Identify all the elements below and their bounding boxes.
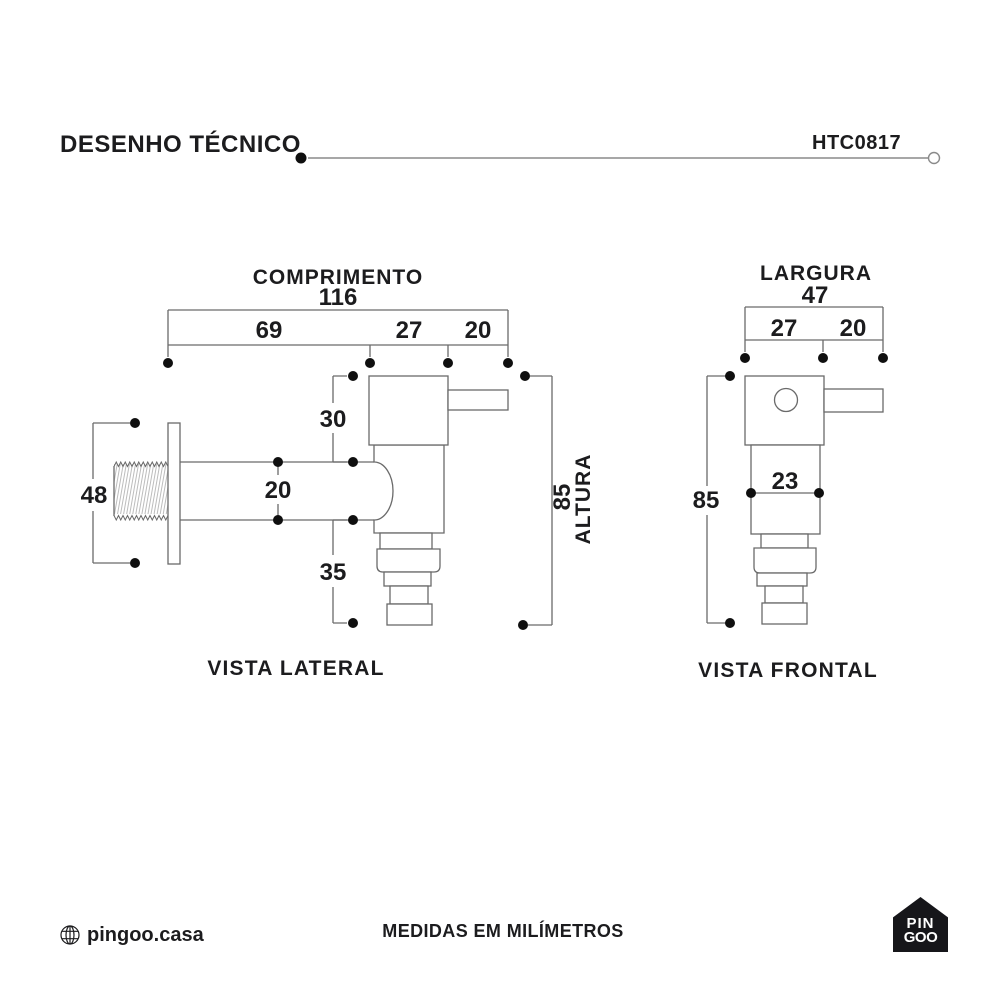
front-handle-hub <box>773 387 799 413</box>
product-code: HTC0817 <box>812 132 902 154</box>
front-width-heading: LARGURA <box>760 262 872 285</box>
front-handle <box>823 388 884 413</box>
side-dim-30: 30 <box>320 406 347 433</box>
dim-dot <box>878 353 888 363</box>
thread-bottom-zigzag <box>113 514 169 522</box>
dim-dot <box>163 358 173 368</box>
side-length-heading: COMPRIMENTO <box>253 266 423 289</box>
front-width-bracket <box>744 306 884 352</box>
dim-dot <box>443 358 453 368</box>
side-spout-nut <box>376 548 441 573</box>
side-spout-tip <box>386 603 433 626</box>
side-dim-48-lines <box>92 422 130 564</box>
wall-flange <box>167 422 181 565</box>
dim-dot <box>348 618 358 628</box>
dim-dot <box>818 353 828 363</box>
dim-dot <box>348 515 358 525</box>
page-title: DESENHO TÉCNICO <box>60 131 301 158</box>
front-dim-23: 23 <box>772 468 799 495</box>
side-view-dots <box>130 358 530 630</box>
thread-top-zigzag <box>113 460 169 468</box>
front-dim-85-lines <box>706 375 726 624</box>
front-view-dots <box>725 353 888 628</box>
brand-website: pingoo.casa <box>87 924 204 946</box>
side-dim-20: 20 <box>265 477 292 504</box>
dim-dot <box>348 371 358 381</box>
front-width-seg2: 20 <box>840 315 867 342</box>
dim-dot <box>348 457 358 467</box>
side-length-seg2: 27 <box>396 317 423 344</box>
dim-dot <box>518 620 528 630</box>
front-body-lower <box>750 444 821 535</box>
front-width-seg1: 27 <box>771 315 798 342</box>
side-dim-30-lines <box>332 375 347 463</box>
dim-dot <box>520 371 530 381</box>
side-length-seg1: 69 <box>256 317 283 344</box>
side-dim-85-lines <box>528 375 553 626</box>
side-handle <box>447 389 509 411</box>
front-spout-step <box>756 572 808 587</box>
dim-dot <box>725 371 735 381</box>
dim-dot <box>130 418 140 428</box>
side-length-bracket <box>167 309 509 357</box>
side-dim-85: 85 <box>549 484 576 511</box>
side-body-upper <box>368 375 449 446</box>
dim-dot <box>814 488 824 498</box>
dim-dot <box>130 558 140 568</box>
side-spout-neck <box>379 532 433 550</box>
logo-text-line2: GOO <box>903 928 938 946</box>
front-view-caption: VISTA FRONTAL <box>698 659 878 682</box>
header-rule <box>295 151 941 165</box>
front-spout-nut <box>753 547 817 574</box>
front-spout-neck <box>760 533 809 549</box>
thread-hatch <box>114 464 168 514</box>
side-dim-35: 35 <box>320 559 347 586</box>
side-view: COMPRIMENTO 116 69 27 20 48 30 20 35 85 … <box>81 266 595 630</box>
side-height-heading: ALTURA <box>572 454 595 545</box>
front-spout-narrow <box>764 585 804 604</box>
front-view: LARGURA 47 27 20 85 23 <box>693 262 888 628</box>
dim-dot <box>740 353 750 363</box>
units-note: MEDIDAS EM MILÍMETROS <box>382 921 624 941</box>
front-dim-85: 85 <box>693 487 720 514</box>
dim-dot <box>365 358 375 368</box>
side-length-total: 116 <box>319 284 358 311</box>
side-spout-step <box>383 571 432 587</box>
front-spout-tip <box>761 602 808 625</box>
dim-dot <box>273 515 283 525</box>
logo-text-line1: PIN <box>906 914 935 932</box>
header-rule-end-circle <box>927 151 941 165</box>
front-width-total: 47 <box>802 282 829 309</box>
side-dim-35-lines <box>332 519 347 624</box>
side-dim-48: 48 <box>81 482 108 509</box>
globe-icon <box>60 925 80 945</box>
side-spout-narrow <box>389 585 429 605</box>
dim-dot <box>746 488 756 498</box>
side-view-caption: VISTA LATERAL <box>207 657 385 680</box>
dim-dot <box>725 618 735 628</box>
side-length-seg3: 20 <box>465 317 492 344</box>
dim-dot <box>503 358 513 368</box>
side-body-lower <box>373 444 445 534</box>
header-rule-start-dot <box>295 152 307 164</box>
dim-dot <box>273 457 283 467</box>
